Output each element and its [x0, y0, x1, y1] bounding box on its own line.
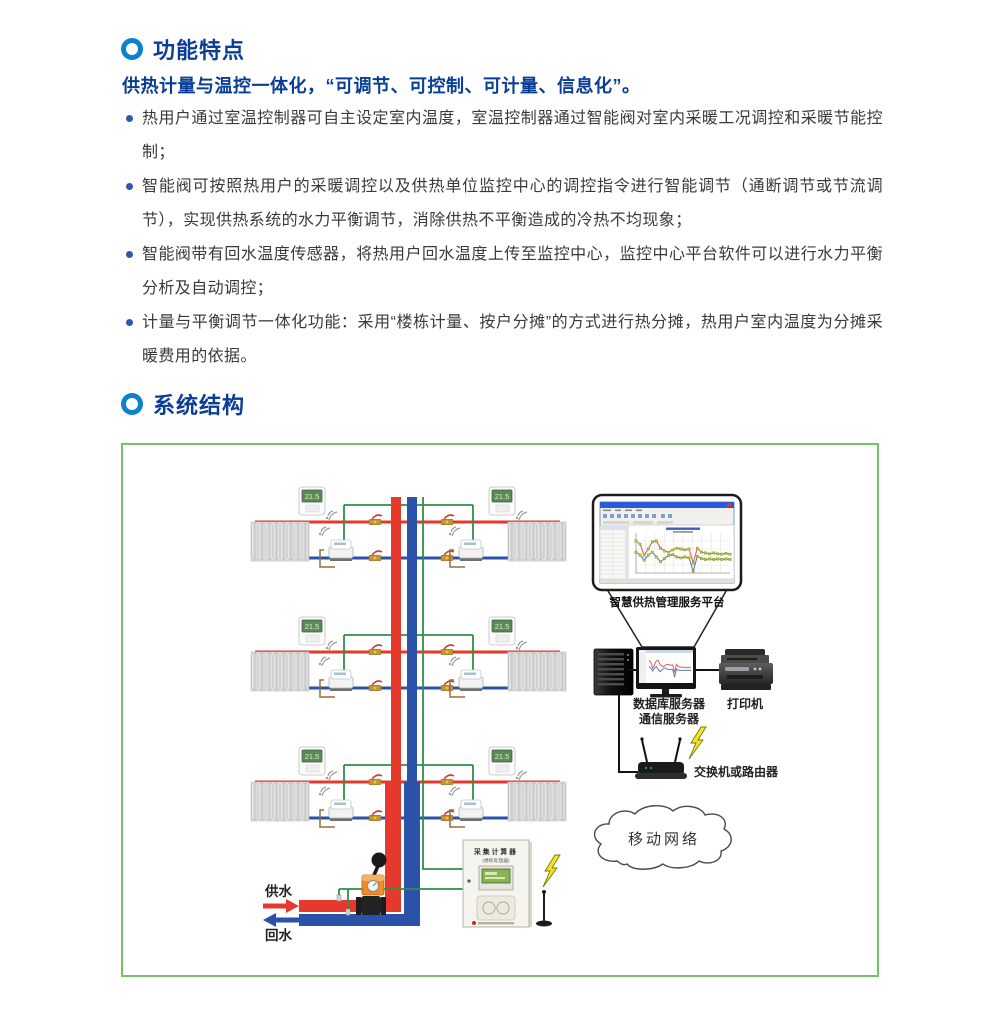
return-main-pipe	[299, 914, 420, 926]
switch-router-label: 交换机或路由器	[694, 764, 779, 779]
printer	[719, 649, 773, 690]
supply-riser	[391, 497, 401, 785]
meter-lid	[371, 852, 387, 868]
mobile-network-label: 移动网络	[628, 831, 700, 848]
app-status-bar	[600, 579, 734, 583]
section-ring-icon	[121, 38, 143, 60]
structure-heading: 系统结构	[153, 393, 246, 418]
temp-sensor-probe	[345, 908, 351, 916]
app-toolbar-icons[interactable]	[603, 514, 672, 518]
app-title-bar	[600, 502, 734, 508]
callout-funnel	[603, 585, 731, 648]
feature-bullet: 智能阀带有回水温度传感器，将热用户回水温度上传至监控中心，监控中心平台软件可以进…	[125, 238, 883, 306]
return-riser	[407, 497, 417, 785]
supply-arrow	[286, 899, 299, 913]
section-ring-icon	[121, 393, 143, 415]
cabinet-lcd	[481, 868, 511, 884]
monitoring-app-window	[599, 501, 735, 584]
app-close-icon[interactable]	[727, 503, 731, 508]
temp-sensor-probe	[336, 894, 342, 902]
mini-chart-blue-line	[648, 665, 692, 678]
mini-chart-red-line	[648, 659, 692, 673]
features-subtitle: 供热计量与温控一体化，“可调节、可控制、可计量、信息化”。	[122, 76, 641, 96]
supply-return-legend: 供水 回水	[263, 883, 299, 943]
cabinet-antenna	[536, 890, 552, 927]
mobile-network-cloud: 移动网络	[593, 805, 732, 870]
heat-meter	[356, 852, 387, 915]
db-server-label: 数据库服务器	[633, 696, 706, 711]
wireless-link-bolt	[688, 726, 707, 760]
cabinet-subtitle: (楼栋处理器)	[482, 857, 510, 864]
diagram-frame: 21.5	[121, 443, 879, 977]
system-structure-diagram: 21.5	[123, 445, 779, 943]
platform-label: 智慧供热管理服务平台	[610, 595, 725, 609]
feature-bullet: 计量与平衡调节一体化功能：采用“楼栋计量、按户分摊”的方式进行热分摊，热用户室内…	[125, 306, 883, 374]
return-label: 回水	[265, 927, 292, 943]
chart-markers	[634, 539, 732, 573]
printer-label: 打印机	[727, 696, 763, 711]
platform-screen	[591, 493, 743, 592]
wireless-link-bolt	[542, 854, 561, 888]
comm-server-label: 通信服务器	[639, 711, 700, 726]
router	[635, 737, 687, 779]
app-chart-panel	[627, 524, 735, 580]
server-tower	[593, 648, 634, 696]
supply-return-risers	[299, 497, 420, 926]
features-heading: 功能特点	[153, 38, 246, 63]
structure-section-header: 系统结构	[121, 388, 245, 420]
collector-cabinet: 采集计算器 (楼栋处理器)	[462, 839, 532, 928]
features-section-header: 功能特点	[121, 33, 245, 65]
feature-bullet: 智能阀可按照热用户的采暖调控以及供热单位监控中心的调控指令进行智能调节（通断调节…	[125, 170, 883, 238]
desktop-monitor	[636, 647, 696, 698]
supply-label: 供水	[264, 883, 292, 899]
feature-bullet: 热用户通过室温控制器可自主设定室内温度，室温控制器通过智能阀对室内采暖工况调控和…	[125, 102, 883, 170]
return-arrow	[263, 913, 276, 927]
cabinet-title: 采集计算器	[473, 847, 518, 856]
server-router-cable	[618, 695, 638, 773]
features-bullet-list: 热用户通过室温控制器可自主设定室内温度，室温控制器通过智能阀对室内采暖工况调控和…	[125, 102, 883, 374]
